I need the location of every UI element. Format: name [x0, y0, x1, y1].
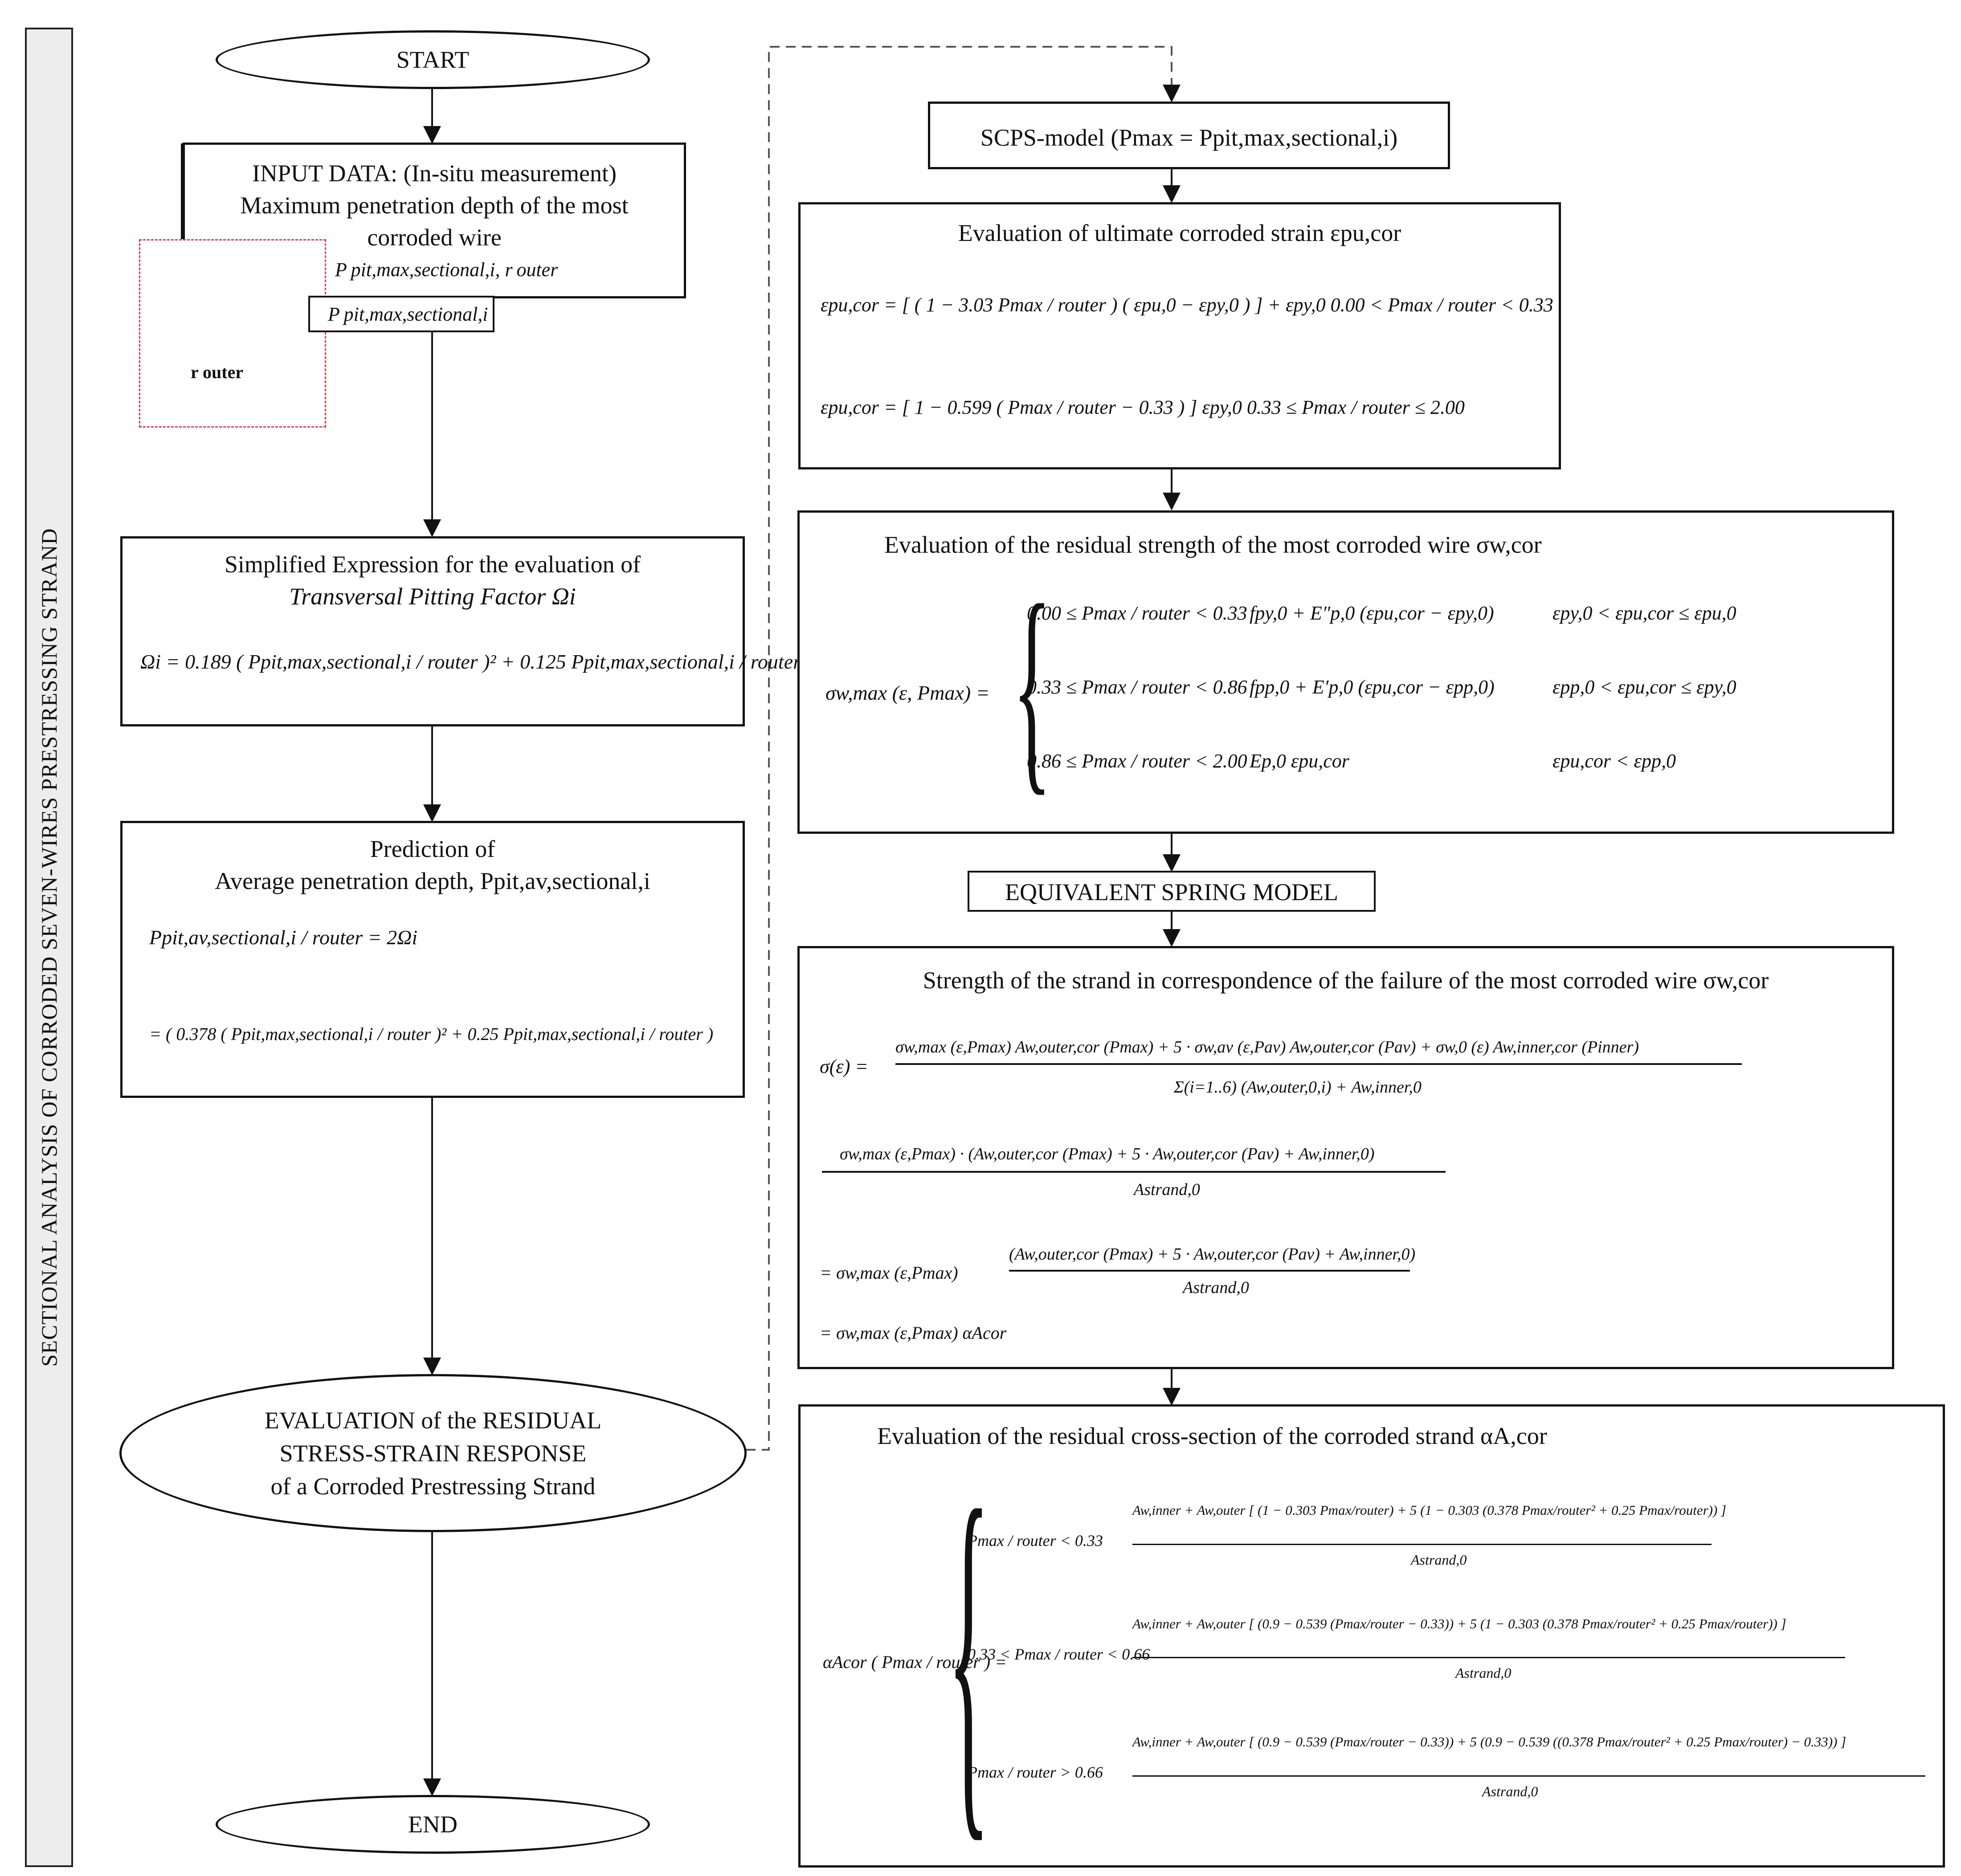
cross-lhs: αAcor ( Pmax / router ) = [823, 1652, 1007, 1672]
residual-row3-cond: εpu,cor < εpp,0 [1552, 750, 1676, 772]
start-terminal: START [216, 30, 650, 89]
ultimate-eq2: εpu,cor = [ 1 − 0.599 ( Pmax / router − … [821, 396, 1465, 418]
r-outer-label: r outer [191, 362, 244, 382]
spring-label: EQUIVALENT SPRING MODEL [1005, 879, 1338, 905]
strand-image-frame [139, 239, 326, 428]
ultimate-strain-box: Evaluation of ultimate corroded strain ε… [798, 202, 1561, 469]
residual-lhs: σw,max (ε, Pmax) = [825, 681, 990, 704]
residual-strength-box: Evaluation of the residual strength of t… [797, 510, 1894, 834]
cross-row3-num: Aw,inner + Aw,outer [ (0.9 − 0.539 (Pmax… [1132, 1734, 1847, 1750]
scps-label: SCPS-model (Pmax = Ppit,max,sectional,i) [980, 124, 1398, 151]
residual-brace: { [1013, 558, 1052, 814]
simplified-expression-box: Simplified Expression for the evaluation… [120, 536, 801, 726]
cross-row1-range: Pmax / router < 0.33 [968, 1532, 1103, 1550]
prediction-formula1: Ppit,av,sectional,i / router = 2Ωi [149, 926, 418, 949]
strength-eq1-den: Σ(i=1..6) (Aw,outer,0,i) + Aw,inner,0 [1174, 1078, 1422, 1097]
end-label: END [408, 1811, 458, 1838]
cross-brace: { [948, 1429, 990, 1873]
strength-eq2-den: Astrand,0 [1134, 1180, 1200, 1199]
end-terminal: END [216, 1795, 650, 1854]
evaluation-line2: STRESS-STRAIN RESPONSE [279, 1440, 587, 1467]
residual-cross-section-box: Evaluation of the residual cross-section… [798, 1404, 1945, 1868]
strength-eq1-lhs: σ(ε) = [820, 1056, 869, 1077]
residual-row2-cond: εpp,0 < εpu,cor ≤ εpy,0 [1552, 676, 1736, 698]
strand-strength-box: Strength of the strand in correspondence… [797, 946, 1894, 1369]
residual-row1-range: 0.00 ≤ Pmax / router < 0.33 [1027, 602, 1247, 624]
simplified-formula: Ωi = 0.189 ( Ppit,max,sectional,i / rout… [140, 650, 801, 673]
dashed-connector [746, 46, 1181, 1451]
simplified-line2: Transversal Pitting Factor Ωi [289, 583, 576, 610]
cross-row2-num: Aw,inner + Aw,outer [ (0.9 − 0.539 (Pmax… [1132, 1616, 1786, 1631]
side-label: SECTIONAL ANALYSIS OF CORRODED SEVEN-WIR… [37, 528, 61, 1367]
side-band [25, 28, 73, 1867]
cross-row2-range: 0.33 < Pmax / router < 0.66 [968, 1645, 1150, 1663]
ultimate-eq1: εpu,cor = [ ( 1 − 3.03 Pmax / router ) (… [821, 294, 1553, 316]
prediction-line1: Prediction of [370, 836, 495, 862]
input-line1: INPUT DATA: (In-situ measurement) [252, 160, 617, 187]
residual-row3-range: 0.86 ≤ Pmax / router < 2.00 [1027, 750, 1247, 772]
residual-row1-cond: εpy,0 < εpu,cor ≤ εpu,0 [1552, 602, 1736, 624]
simplified-line1: Simplified Expression for the evaluation… [224, 551, 641, 578]
input-line2: Maximum penetration depth of the most [240, 192, 629, 219]
input-label-box-text: P pit,max,sectional,i [328, 303, 488, 325]
residual-row2-expr: fpp,0 + E′p,0 (εpu,cor − εpp,0) [1250, 676, 1495, 698]
ultimate-title: Evaluation of ultimate corroded strain ε… [958, 220, 1401, 246]
strength-eq3-den: Astrand,0 [1183, 1278, 1249, 1297]
evaluation-ellipse: EVALUATION of the RESIDUAL STRESS-STRAIN… [119, 1374, 747, 1532]
cross-row3-den: Astrand,0 [1482, 1783, 1538, 1799]
spring-model-box: EQUIVALENT SPRING MODEL [968, 871, 1376, 912]
strength-eq2-num: σw,max (ε,Pmax) · (Aw,outer,cor (Pmax) +… [840, 1145, 1375, 1163]
residual-title: Evaluation of the residual strength of t… [884, 531, 1542, 558]
evaluation-line3: of a Corroded Prestressing Strand [270, 1472, 596, 1500]
evaluation-line1: EVALUATION of the RESIDUAL [264, 1407, 602, 1434]
strength-eq3-lhs: = σw,max (ε,Pmax) [820, 1263, 958, 1283]
prediction-formula2: = ( 0.378 ( Ppit,max,sectional,i / route… [149, 1024, 714, 1044]
prediction-box: Prediction of Average penetration depth,… [120, 821, 745, 1098]
cross-row1-num: Aw,inner + Aw,outer [ (1 − 0.303 Pmax/ro… [1132, 1502, 1727, 1518]
cross-row1-den: Astrand,0 [1411, 1552, 1467, 1568]
input-line3: corroded wire [367, 224, 502, 251]
cross-row3-range: Pmax / router > 0.66 [968, 1763, 1103, 1781]
strength-title: Strength of the strand in correspondence… [923, 967, 1769, 994]
cross-row2-den: Astrand,0 [1455, 1665, 1512, 1681]
strength-eq3-num: (Aw,outer,cor (Pmax) + 5 · Aw,outer,cor … [1009, 1245, 1416, 1264]
strength-eq1-num: σw,max (ε,Pmax) Aw,outer,cor (Pmax) + 5 … [895, 1038, 1639, 1056]
residual-row3-expr: Ep,0 εpu,cor [1250, 750, 1349, 772]
scps-model-box: SCPS-model (Pmax = Ppit,max,sectional,i) [928, 102, 1450, 169]
prediction-line2: Average penetration depth, Ppit,av,secti… [215, 868, 650, 894]
input-label-top: P pit,max,sectional,i, r outer [335, 259, 558, 281]
residual-row2-range: 0.33 ≤ Pmax / router < 0.86 [1027, 676, 1247, 698]
input-label-box: P pit,max,sectional,i [308, 296, 494, 332]
strength-eq4: = σw,max (ε,Pmax) αAcor [820, 1323, 1007, 1343]
start-label: START [396, 46, 470, 73]
cross-title: Evaluation of the residual cross-section… [877, 1423, 1547, 1449]
residual-row1-expr: fpy,0 + E″p,0 (εpu,cor − εpy,0) [1250, 602, 1494, 624]
